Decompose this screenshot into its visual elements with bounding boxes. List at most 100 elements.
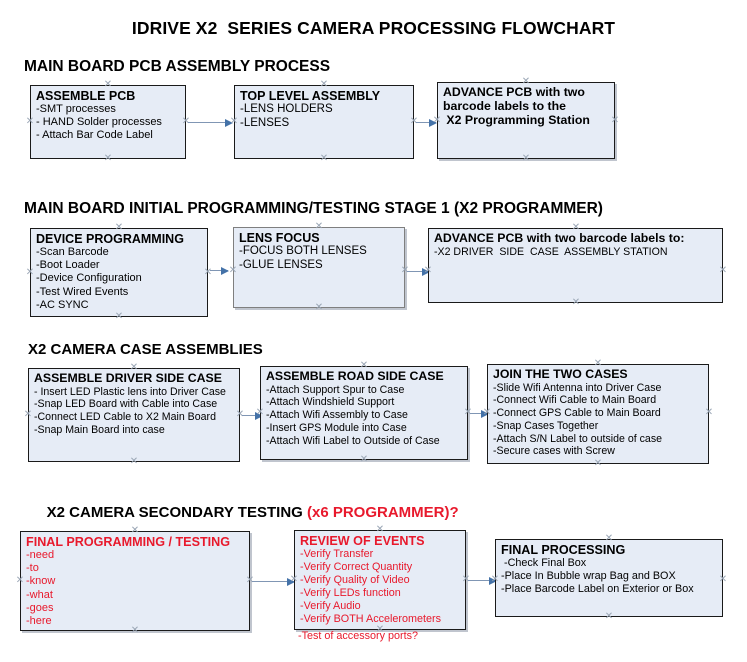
selection-handle[interactable]: ✕ [718, 574, 728, 585]
node-line: -to [26, 562, 39, 575]
node-line: - Attach Bar Code Label [36, 129, 153, 142]
node-device-programming[interactable]: DEVICE PROGRAMMING -Scan Barcode -Boot L… [30, 228, 208, 317]
selection-handle[interactable]: ✕ [245, 575, 255, 586]
node-assemble-pcb[interactable]: ASSEMBLE PCB -SMT processes - HAND Solde… [30, 85, 186, 159]
selection-handle[interactable]: ✕ [375, 524, 385, 535]
connector-device-programming-to-lens-focus [210, 266, 229, 275]
selection-handle[interactable]: ✕ [461, 574, 471, 585]
selection-handle[interactable]: ✕ [375, 624, 385, 635]
section-heading-accent: (x6 PROGRAMMER)? [306, 504, 459, 521]
node-line: -Attach S/N Label to outside of case [493, 432, 663, 445]
node-line: -SMT processes [36, 103, 116, 115]
node-advance-pcb-x2-programming-station[interactable]: ADVANCE PCB with two barcode labels to t… [437, 82, 615, 159]
selection-handle[interactable]: ✕ [235, 409, 245, 420]
node-join-the-two-cases[interactable]: JOIN THE TWO CASES -Slide Wifi Antenna i… [487, 364, 709, 464]
node-line: - HAND Solder processes [36, 116, 162, 129]
node-title: REVIEW OF EVENTS [300, 534, 425, 548]
node-top-level-assembly[interactable]: TOP LEVEL ASSEMBLY -LENS HOLDERS -LENSES [234, 85, 414, 159]
selection-handle[interactable]: ✕ [400, 265, 410, 276]
selection-handle[interactable]: ✕ [423, 265, 433, 276]
node-line: -Attach Wifi Label to Outside of Case [266, 434, 440, 447]
selection-handle[interactable]: ✕ [228, 265, 238, 276]
node-title: JOIN THE TWO CASES [493, 367, 628, 381]
selection-handle[interactable]: ✕ [610, 115, 620, 126]
node-title: FINAL PROCESSING [501, 543, 626, 557]
selection-handle[interactable]: ✕ [319, 79, 329, 90]
section-heading-main-board-pcb-assembly: MAIN BOARD PCB ASSEMBLY PROCESS [24, 58, 331, 75]
node-assemble-road-side-case[interactable]: ASSEMBLE ROAD SIDE CASE -Attach Support … [260, 366, 468, 460]
selection-handle[interactable]: ✕ [571, 297, 581, 308]
node-final-programming-testing[interactable]: FINAL PROGRAMMING / TESTING -need -to -k… [20, 531, 250, 631]
section-heading-text: X2 CAMERA SECONDARY TESTING [46, 504, 307, 521]
selection-handle[interactable]: ✕ [571, 222, 581, 233]
selection-handle[interactable]: ✕ [432, 115, 442, 126]
selection-handle[interactable]: ✕ [15, 575, 25, 586]
selection-handle[interactable]: ✕ [130, 525, 140, 536]
selection-handle[interactable]: ✕ [319, 153, 329, 164]
selection-handle[interactable]: ✕ [490, 574, 500, 585]
selection-handle[interactable]: ✕ [114, 311, 124, 322]
selection-handle[interactable]: ✕ [181, 116, 191, 127]
node-title: ASSEMBLE ROAD SIDE CASE [266, 369, 444, 383]
node-advance-pcb-driver-side-station[interactable]: ADVANCE PCB with two barcode labels to: … [428, 228, 723, 303]
node-line: -Verify Audio [300, 599, 361, 612]
node-title: ADVANCE PCB with two [443, 85, 585, 99]
selection-handle[interactable]: ✕ [25, 116, 35, 127]
node-title: ASSEMBLE DRIVER SIDE CASE [34, 371, 222, 385]
selection-handle[interactable]: ✕ [314, 302, 324, 313]
node-line: -need [26, 549, 55, 562]
node-final-processing[interactable]: FINAL PROCESSING -Check Final Box -Place… [495, 539, 723, 617]
selection-handle[interactable]: ✕ [314, 221, 324, 232]
connector-review-of-events-to-final-processing [468, 576, 497, 585]
selection-handle[interactable]: ✕ [604, 533, 614, 544]
selection-handle[interactable]: ✕ [203, 267, 213, 278]
selection-handle[interactable]: ✕ [23, 409, 33, 420]
node-line: -Insert GPS Module into Case [266, 421, 407, 434]
selection-handle[interactable]: ✕ [255, 407, 265, 418]
selection-handle[interactable]: ✕ [521, 153, 531, 164]
selection-handle[interactable]: ✕ [130, 625, 140, 636]
node-title: ADVANCE PCB with two barcode labels to: [434, 231, 685, 245]
node-line: -GLUE LENSES [239, 258, 323, 271]
node-lens-focus[interactable]: LENS FOCUS -FOCUS BOTH LENSES -GLUE LENS… [233, 227, 405, 308]
selection-handle[interactable]: ✕ [114, 222, 124, 233]
node-assemble-driver-side-case[interactable]: ASSEMBLE DRIVER SIDE CASE - Insert LED P… [28, 368, 240, 462]
node-line: -Connect LED Cable to X2 Main Board [34, 411, 216, 424]
selection-handle[interactable]: ✕ [25, 267, 35, 278]
selection-handle[interactable]: ✕ [359, 360, 369, 371]
node-line: -Place Barcode Label on Exterior or Box [501, 583, 694, 595]
selection-handle[interactable]: ✕ [229, 116, 239, 127]
node-review-of-events[interactable]: REVIEW OF EVENTS -Verify Transfer -Verif… [294, 530, 466, 630]
node-line: -Attach Support Spur to Case [266, 383, 405, 396]
selection-handle[interactable]: ✕ [521, 76, 531, 87]
selection-handle[interactable]: ✕ [704, 407, 714, 418]
node-title: LENS FOCUS [239, 231, 320, 245]
selection-handle[interactable]: ✕ [103, 153, 113, 164]
node-line: -here [26, 615, 52, 628]
connector-driver-side-to-road-side [242, 411, 263, 420]
selection-handle[interactable]: ✕ [129, 362, 139, 373]
selection-handle[interactable]: ✕ [359, 454, 369, 465]
selection-handle[interactable]: ✕ [593, 458, 603, 469]
node-line: -Attach Wifi Assembly to Case [266, 409, 408, 422]
selection-handle[interactable]: ✕ [593, 358, 603, 369]
selection-handle[interactable]: ✕ [718, 265, 728, 276]
node-line: -LENSES [240, 116, 290, 129]
selection-handle[interactable]: ✕ [482, 407, 492, 418]
connector-assemble-pcb-to-top-level-assembly [188, 118, 233, 127]
node-line: -know [26, 575, 56, 588]
node-line: -goes [26, 601, 54, 614]
node-line: -Snap Main Board into case [34, 423, 165, 436]
selection-handle[interactable]: ✕ [409, 116, 419, 127]
node-line: -Connect GPS Cable to Main Board [493, 407, 661, 420]
connector-lens-focus-to-advance-pcb-driver-side [407, 267, 430, 276]
selection-handle[interactable]: ✕ [129, 456, 139, 467]
selection-handle[interactable]: ✕ [463, 407, 473, 418]
node-line: -Device Configuration [36, 272, 142, 285]
selection-handle[interactable]: ✕ [103, 79, 113, 90]
node-title-line: barcode labels to the [443, 98, 566, 113]
selection-handle[interactable]: ✕ [604, 611, 614, 622]
node-review-of-events-overflow-line: -Test of accessory ports? [298, 630, 419, 642]
selection-handle[interactable]: ✕ [289, 574, 299, 585]
node-line: -Verify Correct Quantity [300, 561, 413, 574]
